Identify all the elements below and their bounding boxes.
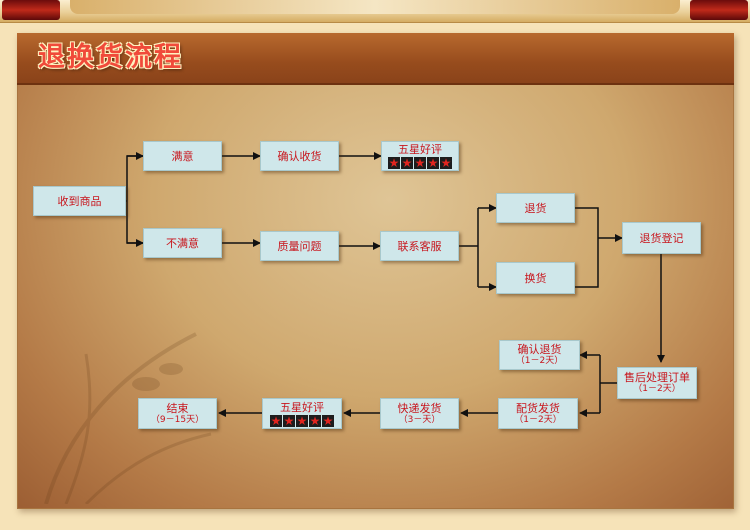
node-confirm-receipt: 确认收货 (260, 141, 339, 171)
node-label: 不满意 (166, 236, 199, 250)
node-label: 配货发货 (516, 401, 560, 415)
node-duration: （9－15天） (150, 414, 205, 425)
node-receive: 收到商品 (33, 186, 126, 216)
node-dispatch: 配货发货 （1－2天） (498, 398, 578, 429)
star-icon: ★ (388, 156, 400, 170)
connector-contact (459, 208, 479, 287)
node-label: 五星好评 (398, 143, 442, 156)
title-bar (17, 33, 734, 85)
connector-receive (126, 155, 143, 244)
node-quality-issue: 质量问题 (260, 231, 339, 261)
node-express-shipping: 快递发货 （3－天） (380, 398, 459, 429)
orchid-decoration (44, 332, 212, 504)
node-exchange: 换货 (496, 262, 575, 294)
page-title: 退换货流程 (38, 42, 183, 73)
node-label: 退货 (524, 201, 547, 215)
scroll-rod (0, 0, 750, 23)
node-unsatisfied: 不满意 (143, 228, 222, 258)
five-stars: ★ ★ ★ ★ ★ (388, 157, 452, 169)
node-rating-top: 五星好评 ★ ★ ★ ★ ★ (381, 141, 459, 171)
node-label: 确认收货 (277, 149, 322, 163)
node-label: 结束 (166, 401, 189, 415)
node-label: 收到商品 (57, 194, 102, 208)
node-return-register: 退货登记 (622, 222, 701, 254)
scroll-knob-right (690, 0, 748, 20)
star-icon: ★ (401, 156, 413, 170)
node-label: 满意 (171, 149, 194, 163)
node-label: 质量问题 (277, 239, 322, 253)
star-icon: ★ (283, 413, 295, 428)
connector-to-register (575, 207, 622, 288)
node-confirm-return: 确认退货 （1－2天） (499, 340, 580, 370)
node-refund: 退货 (496, 193, 575, 223)
star-icon: ★ (296, 413, 308, 428)
star-icon: ★ (427, 156, 439, 170)
star-icon: ★ (414, 156, 426, 170)
star-icon: ★ (440, 156, 452, 170)
node-duration: （1－2天） (515, 356, 564, 366)
node-contact-support: 联系客服 (380, 231, 459, 261)
node-label: 联系客服 (397, 239, 442, 253)
star-icon: ★ (322, 413, 334, 428)
node-satisfied: 满意 (143, 141, 222, 171)
node-end: 结束 （9－15天） (138, 398, 217, 429)
node-label: 退货登记 (639, 231, 684, 245)
node-duration: （1－2天） (514, 414, 562, 425)
node-label: 换货 (524, 271, 547, 285)
diagram-panel (17, 33, 734, 509)
node-label: 五星好评 (280, 400, 324, 414)
node-label: 售后处理订单 (624, 371, 690, 384)
node-rating-bottom: 五星好评 ★ ★ ★ ★ ★ (262, 398, 342, 429)
scroll-knob-left (2, 0, 60, 20)
node-duration: （3－天） (398, 414, 441, 425)
star-icon: ★ (270, 413, 282, 428)
star-icon: ★ (309, 413, 321, 428)
node-label: 快递发货 (397, 401, 442, 415)
five-stars: ★ ★ ★ ★ ★ (270, 413, 334, 428)
node-duration: （1－2天） (633, 384, 681, 394)
node-after-sales-order: 售后处理订单 （1－2天） (617, 367, 697, 399)
connector-after-sales (599, 355, 617, 413)
node-label: 确认退货 (517, 343, 562, 356)
